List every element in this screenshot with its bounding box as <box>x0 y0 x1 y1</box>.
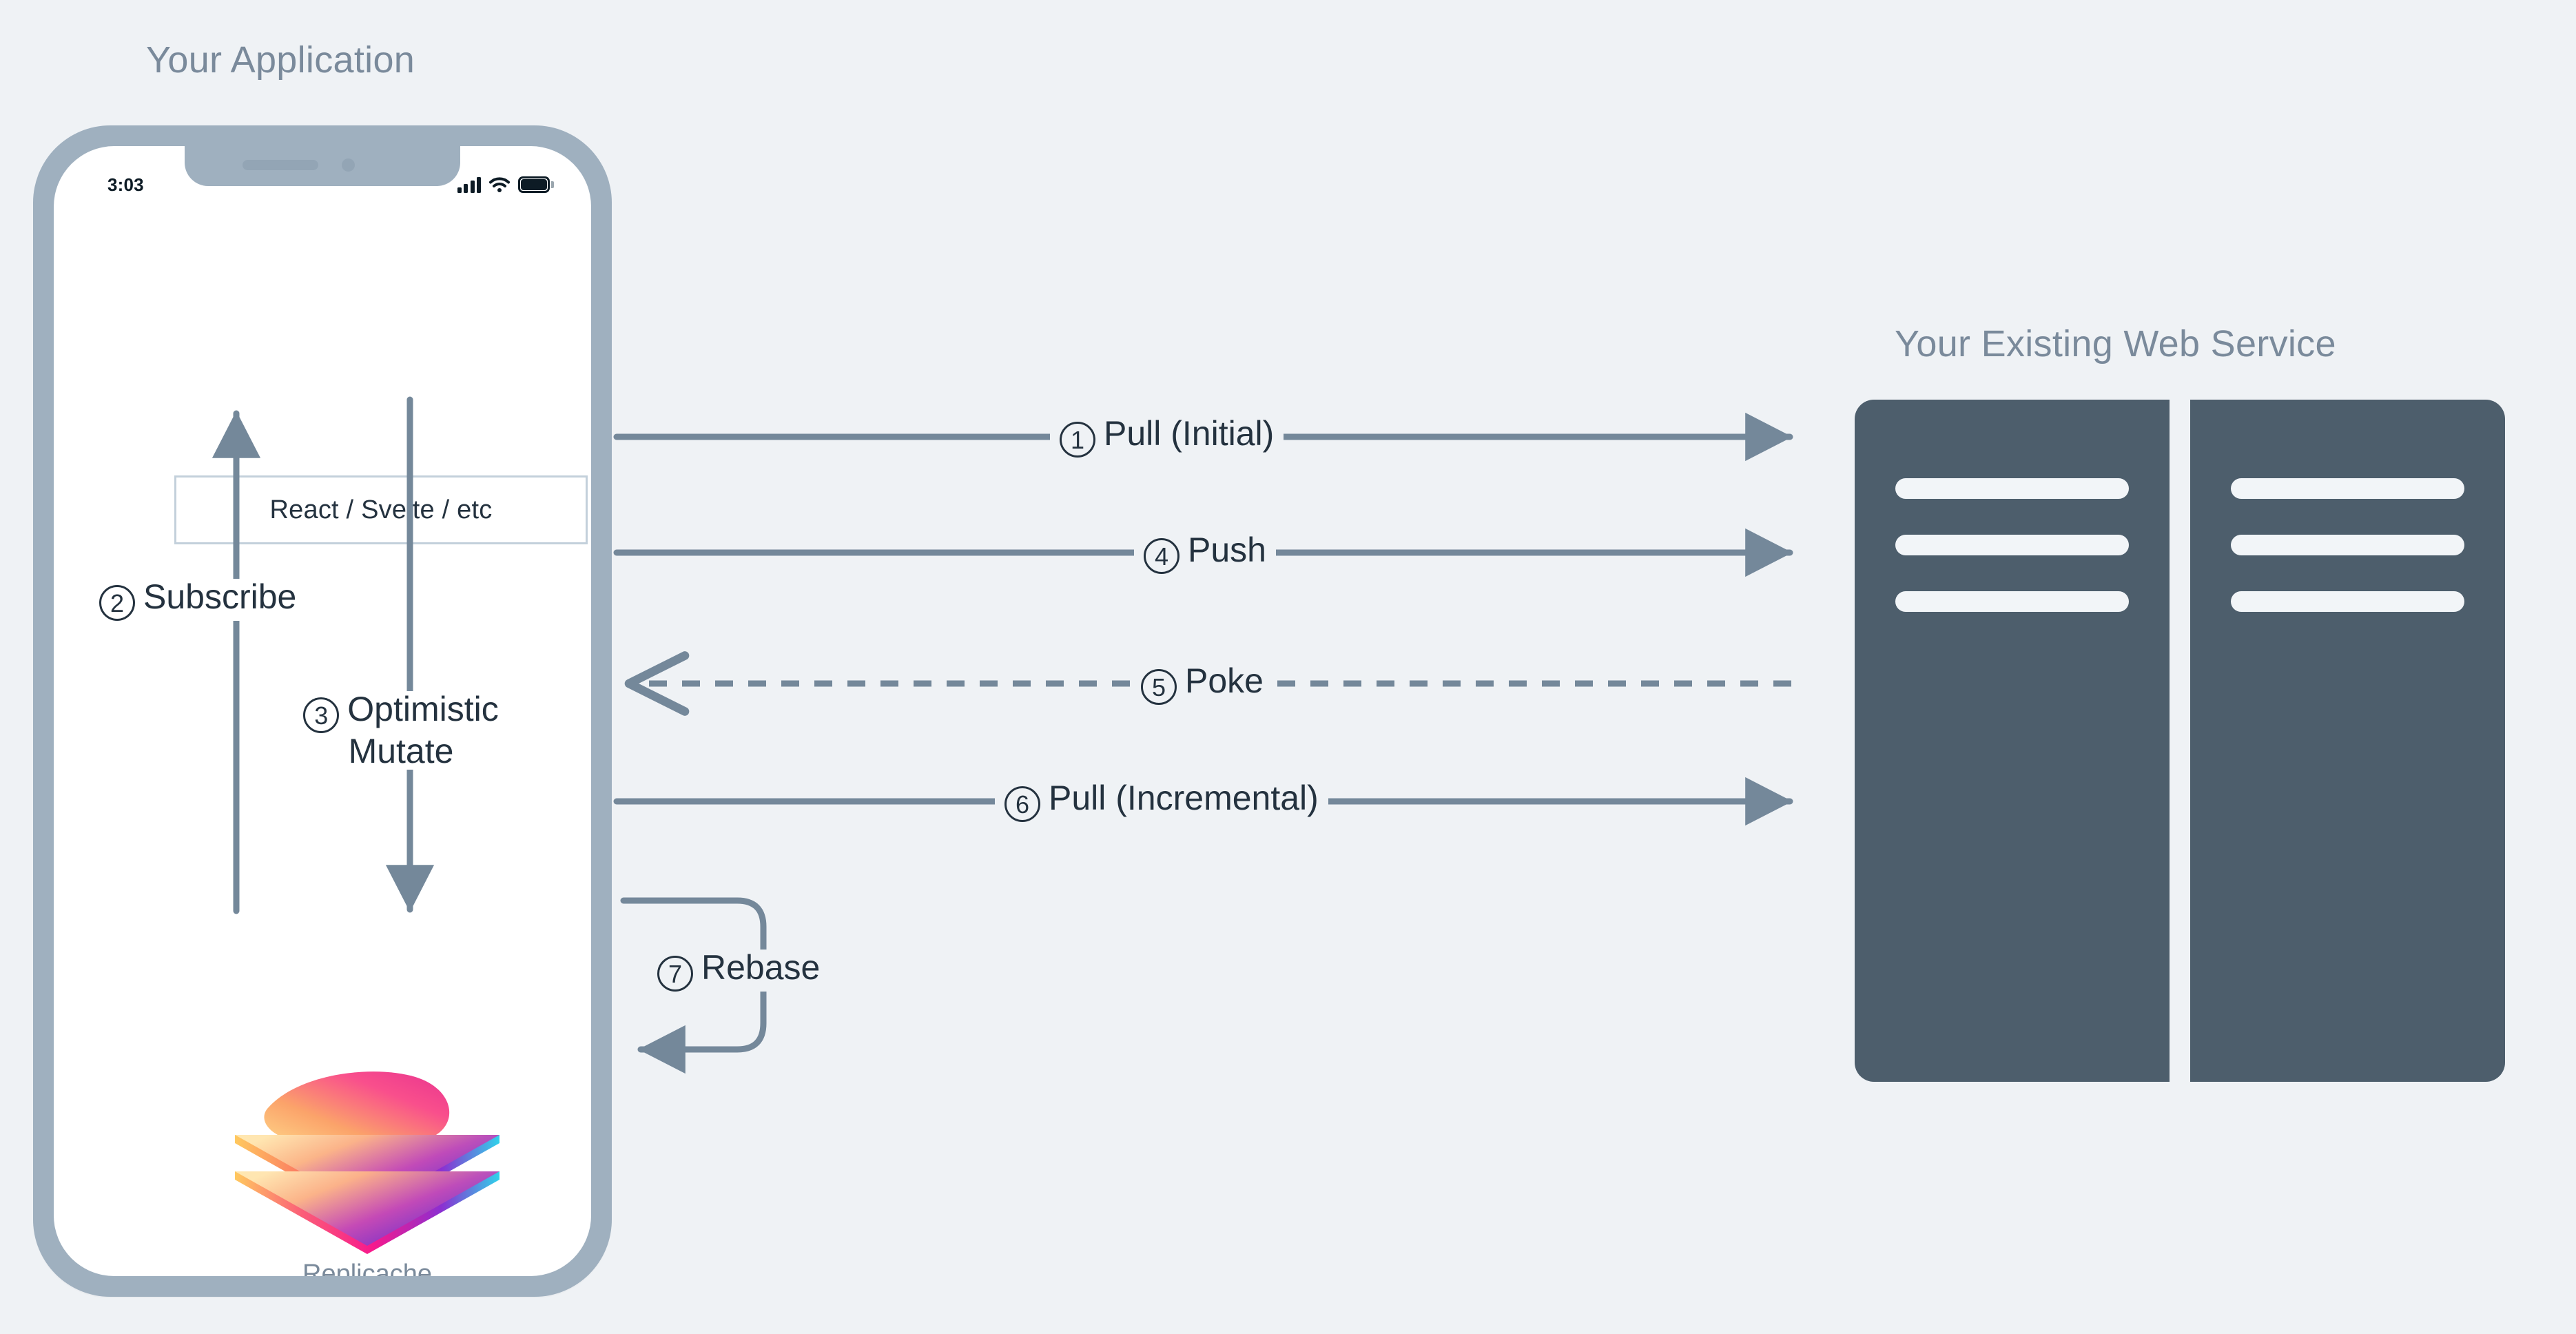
flow-step-label: Pull (Initial) <box>1104 414 1275 453</box>
server-rack-left <box>1855 400 2170 1082</box>
flow-step-number: 4 <box>1144 538 1179 574</box>
flow-step-number: 7 <box>657 956 693 992</box>
flow-step-number: 2 <box>99 585 135 621</box>
replicache-label: Replicache <box>302 1260 432 1276</box>
flow-step-number: 3 <box>303 697 340 733</box>
status-bar-icons <box>457 172 554 193</box>
server-rack-right <box>2190 400 2505 1082</box>
signal-bars-icon <box>457 176 481 193</box>
web-service-servers <box>1855 400 2505 1082</box>
phone-speaker-icon <box>243 160 318 170</box>
app-section-title: Your Application <box>146 39 415 81</box>
server-slot <box>1895 535 2129 555</box>
flow-step-label: Pull (Incremental) <box>1049 779 1319 817</box>
framework-box: React / Svelte / etc <box>174 475 588 544</box>
service-section-title: Your Existing Web Service <box>1895 323 2336 365</box>
server-slot <box>2231 591 2464 612</box>
phone-notch <box>185 146 460 186</box>
phone-camera-icon <box>342 158 355 172</box>
status-bar-time: 3:03 <box>107 174 144 195</box>
server-slot <box>2231 535 2464 555</box>
server-slot <box>1895 591 2129 612</box>
flow-step-label: Rebase <box>701 948 821 987</box>
flow-step-label-line2: Mutate <box>348 732 454 770</box>
replicache-block: Replicache <box>229 1059 505 1276</box>
flow-step-label: Push <box>1188 531 1266 569</box>
flow-step-label: Poke <box>1185 661 1264 700</box>
flow-step-number: 6 <box>1004 786 1040 822</box>
battery-icon <box>518 176 554 193</box>
server-slot <box>1895 478 2129 499</box>
replicache-logo-icon <box>235 1071 499 1254</box>
flow-step-number: 5 <box>1141 669 1177 705</box>
wifi-icon <box>489 176 510 193</box>
flow-step-number: 1 <box>1060 422 1095 458</box>
flow-step-label: Subscribe <box>143 577 297 616</box>
server-slot <box>2231 478 2464 499</box>
flow-step-label: Optimistic <box>347 690 499 728</box>
